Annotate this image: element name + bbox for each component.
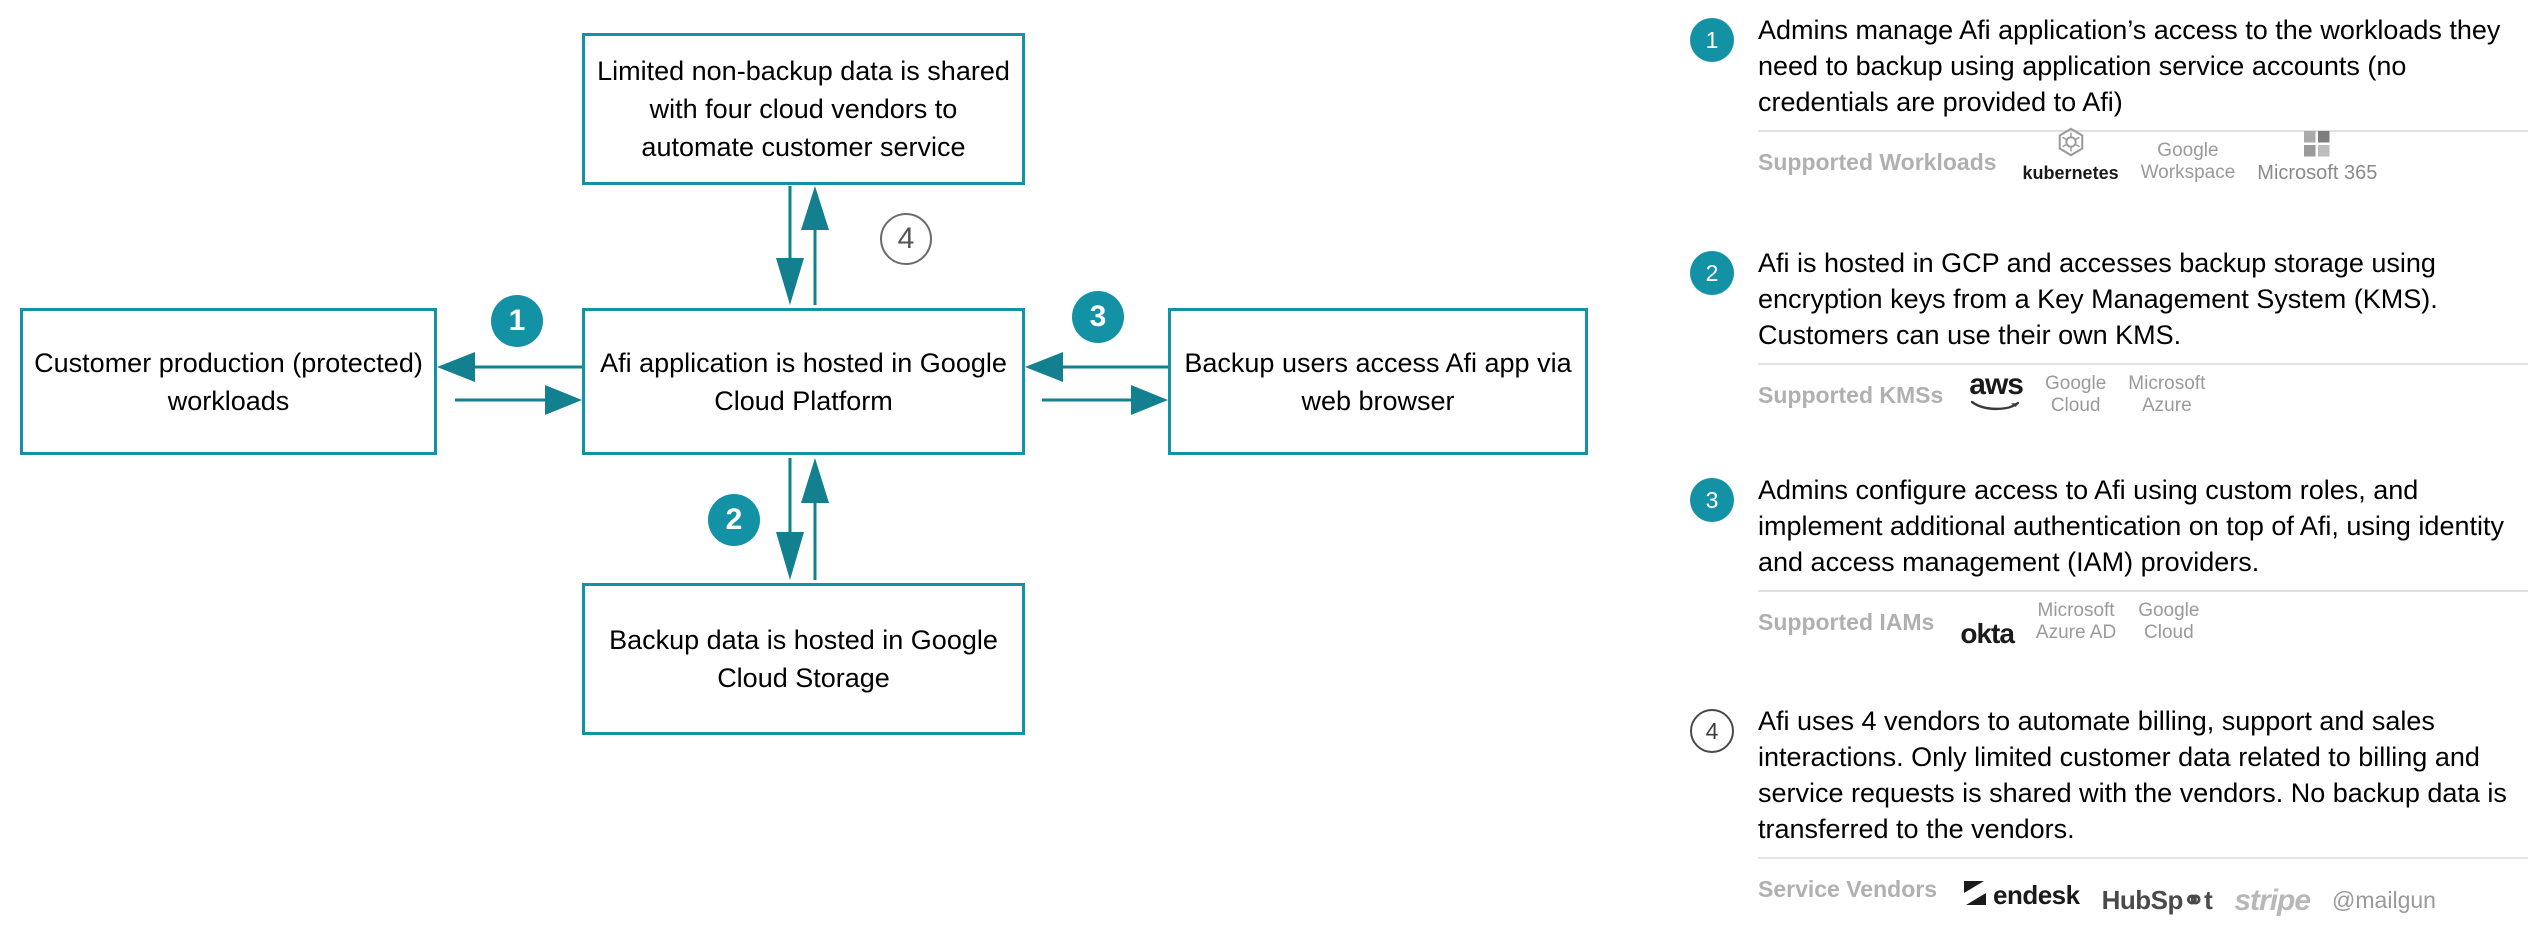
arrow-center-to-left <box>437 352 582 382</box>
logo-mailgun-name: @mailgun <box>2332 887 2436 913</box>
architecture-diagram: Limited non-backup data is shared with f… <box>20 33 1588 735</box>
zendesk-icon <box>1963 880 1987 911</box>
supported-kmss-label: Supported KMSs <box>1758 382 1944 408</box>
node-bottom-label: Backup data is hosted in Google Cloud St… <box>609 625 998 693</box>
step-4-text: Afi uses 4 vendors to automate billing, … <box>1758 706 2507 844</box>
step-4-logo-row: Service Vendors endesk <box>1758 857 2528 917</box>
logo-zendesk-name: endesk <box>1993 880 2080 910</box>
logo-hubspot-name: HubSp⚭t <box>2101 885 2213 915</box>
node-center-label: Afi application is hosted in Google Clou… <box>600 347 1007 416</box>
node-top-label: Limited non-backup data is shared with f… <box>597 56 1010 162</box>
logo-mailgun: @mailgun <box>2332 887 2436 913</box>
arrow-right-to-center <box>1025 352 1168 382</box>
diagram-marker-1: 1 <box>491 295 543 347</box>
logo-stripe-name: stripe <box>2234 884 2311 917</box>
logo-aws-name: aws <box>1969 368 2024 401</box>
logo-okta: okta <box>1960 618 2015 649</box>
step-4-badge: 4 <box>1690 709 1734 753</box>
node-afi-application: Afi application is hosted in Google Clou… <box>582 308 1025 455</box>
logo-kubernetes: kubernetes <box>2023 127 2119 184</box>
supported-workloads-label: Supported Workloads <box>1758 149 1997 175</box>
diagram-marker-3: 3 <box>1072 291 1124 343</box>
microsoft-icon <box>2304 131 2330 162</box>
step-2-badge: 2 <box>1690 251 1734 295</box>
arrow-center-to-bottom <box>776 458 804 580</box>
legend-step-1: 1 Admins manage Afi application’s access… <box>1690 12 2528 184</box>
kubernetes-icon <box>2056 127 2086 162</box>
aws-swoosh-icon <box>1970 396 2022 417</box>
step-2-logo-row: Supported KMSs aws G <box>1758 363 2528 417</box>
supported-iams-label: Supported IAMs <box>1758 609 1935 635</box>
node-customer-workloads: Customer production (protected) workload… <box>20 308 437 455</box>
step-3-text: Admins configure access to Afi using cus… <box>1758 475 2504 577</box>
arrow-bottom-to-center <box>801 458 829 580</box>
node-shared-data: Limited non-backup data is shared with f… <box>582 33 1025 185</box>
legend-step-2: 2 Afi is hosted in GCP and accesses back… <box>1690 245 2528 417</box>
step-3-badge: 3 <box>1690 478 1734 522</box>
diagram-marker-2: 2 <box>708 494 760 546</box>
logo-kubernetes-name: kubernetes <box>2022 163 2119 183</box>
logo-microsoft-365-name: Microsoft 365 <box>2257 162 2378 184</box>
logo-stripe: stripe <box>2234 884 2311 917</box>
node-backup-users: Backup users access Afi app via web brow… <box>1168 308 1588 455</box>
legend-step-3: 3 Admins configure access to Afi using c… <box>1690 472 2528 649</box>
legend-step-4: 4 Afi uses 4 vendors to automate billing… <box>1690 703 2528 917</box>
step-1-text: Admins manage Afi application’s access t… <box>1758 15 2501 117</box>
step-1-badge: 1 <box>1690 18 1734 62</box>
arrow-center-to-top <box>801 186 829 305</box>
logo-hubspot: HubSp⚭t <box>2101 885 2213 915</box>
arrow-top-to-center <box>776 186 804 305</box>
logo-okta-name: okta <box>1960 618 2015 649</box>
node-left-label: Customer production (protected) workload… <box>34 347 423 416</box>
step-1-logo-row: Supported Workloads <box>1758 127 2528 184</box>
diagram-marker-4: 4 <box>880 213 932 265</box>
logo-microsoft-365: Microsoft 365 <box>2257 131 2377 184</box>
hubspot-sprocket-icon: ⚭ <box>2182 885 2205 915</box>
arrow-center-to-right <box>1042 385 1168 415</box>
legend-panel: 1 Admins manage Afi application’s access… <box>1690 0 2528 944</box>
logo-aws: aws <box>1969 368 2024 417</box>
service-vendors-label: Service Vendors <box>1758 876 1937 902</box>
logo-zendesk: endesk <box>1963 880 2080 911</box>
step-2-text: Afi is hosted in GCP and accesses backup… <box>1758 248 2438 350</box>
arrow-left-to-center <box>455 385 582 415</box>
node-right-label: Backup users access Afi app via web brow… <box>1184 347 1572 416</box>
node-backup-storage: Backup data is hosted in Google Cloud St… <box>582 583 1025 735</box>
